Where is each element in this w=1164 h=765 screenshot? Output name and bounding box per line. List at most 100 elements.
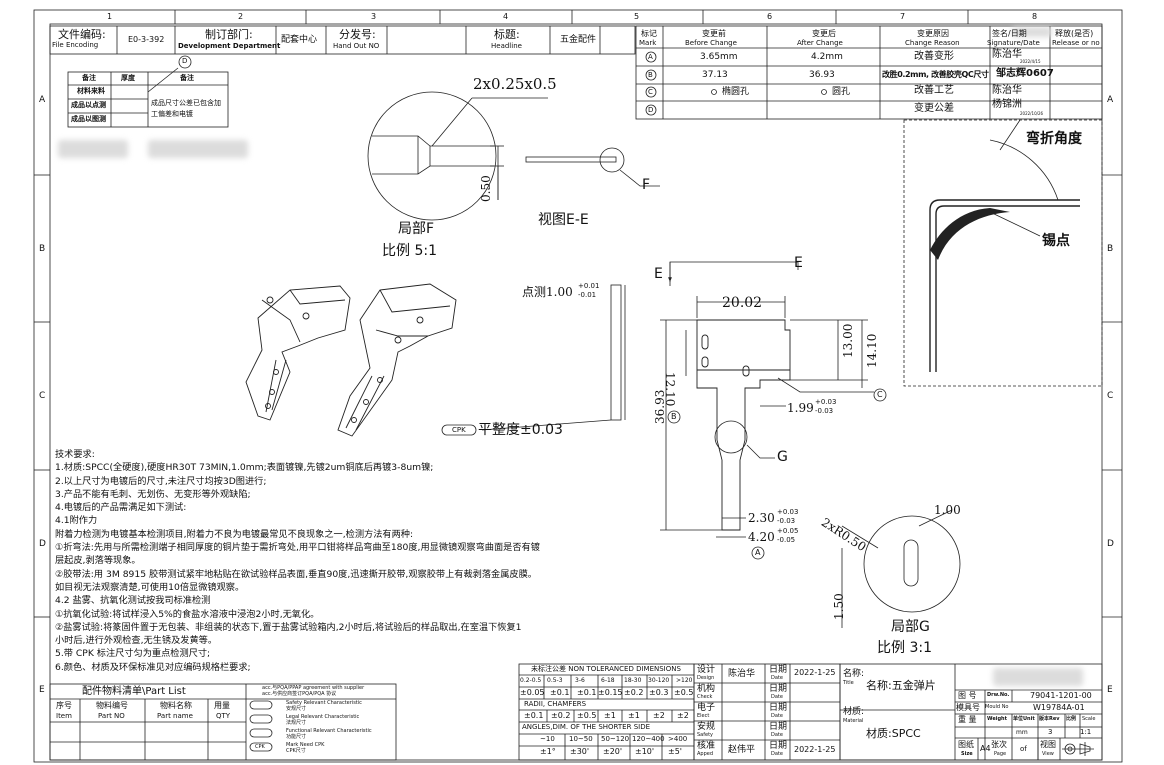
legend-1: acc.与PQA/PPAP agreement with supplier (262, 685, 365, 691)
rev-mark-cn: 标记 (641, 29, 657, 38)
req-line: 6.颜色、材质及环保标准见对应编码规格栏要求; (55, 661, 251, 673)
tb-size-cn: 图纸 (958, 740, 974, 749)
sign-safety-en: Safety (697, 732, 713, 738)
dept-label: 制订部门: (205, 28, 253, 41)
tb-name-en: Title (843, 680, 854, 686)
tb-weight-cn: 重 量 (958, 715, 977, 724)
rev-sign-en: Signature/Date (987, 39, 1040, 47)
rev-row-c-reason: 改善工艺 (914, 85, 954, 96)
rev-row-c-sign: 陈治华 (992, 85, 1022, 96)
rev-row-d-sign: 杨锦洲 (992, 99, 1022, 110)
tol-range-2: 3-6 (575, 677, 585, 684)
sign-approve-date: 2022-1-25 (794, 745, 836, 754)
row-b-r: B (1107, 244, 1114, 254)
req-line: 附着力检测为电镀基本检测项目,附着力不良为电镀最常见不良现象之一,检测方法有两种… (55, 528, 414, 540)
rev-after-en: After Change (797, 39, 843, 47)
dim-420: 4.20 (748, 530, 775, 544)
mat-note: 成品尺寸公差已包含加工偏差和电镀 (151, 99, 221, 118)
dim-199: 1.99 (787, 401, 814, 415)
file-encoding-en: File Encoding (52, 41, 99, 49)
sign-elect-en: Elect (697, 713, 710, 719)
rev-row-c-mark: C (648, 88, 653, 96)
req-line: ②胶带法:用 3M 8915 胶带测试紧牢地粘贴在欲试验样品表面,垂直90度,迅… (55, 568, 537, 580)
tol-angles-title: ANGLES,DIM. OF THE SHORTER SIDE (522, 723, 651, 731)
tb-rev-value: 3 (1048, 728, 1053, 736)
mat-row-2: 成品以点测 (71, 101, 106, 109)
tol-ang-r1: 10~50 (569, 735, 593, 743)
mat-h3: 备注 (180, 74, 194, 82)
tol-ang-1: ±30' (570, 747, 590, 756)
tb-page-en: Page (994, 751, 1007, 757)
rev-row-a-reason: 改善变形 (914, 51, 954, 62)
mat-callout-d: D (182, 57, 188, 65)
tol-range-3: 6-18 (601, 677, 615, 684)
tb-material-cn: 材质: (843, 707, 865, 717)
sign-safety-date-cn: 日期 (769, 722, 788, 732)
detail-g-label: 局部G (891, 619, 930, 635)
rev-after-cn: 变更后 (812, 29, 836, 38)
rev-row-d-date: 2022/10/26 (1020, 111, 1044, 116)
req-line: ①抗氧化试验:将试样浸入5%的食盐水溶液中浸泡2小时,无氧化。 (55, 608, 320, 620)
row-e-r: E (1107, 685, 1113, 695)
tb-material-value: 材质:SPCC (866, 727, 921, 740)
rev-mark-en: Mark (639, 39, 657, 47)
detail-f-dim-top: 2x0.25x0.5 (473, 75, 557, 93)
tb-size-value: A4 (980, 744, 991, 753)
tol-ang-r0: ~10 (540, 735, 555, 743)
legend-7: Functional Relevant Characteristic (286, 728, 372, 734)
tb-name-cn: 名称: (843, 669, 865, 679)
row-c: C (39, 391, 46, 401)
tol-ang-3: ±10' (635, 747, 655, 756)
rev-row-d-mark: D (648, 106, 654, 114)
sign-elect-date-en: Date (771, 713, 783, 719)
flatness: 平整度±0.03 (478, 422, 563, 438)
tol-radii-title: RADII, CHAMFERS (524, 700, 587, 708)
rev-row-a-after: 4.2mm (811, 52, 843, 62)
sign-approve-en: Apped (697, 751, 714, 757)
tol-range-5: 30-120 (648, 677, 670, 684)
legend-4: 安规尺寸 (286, 706, 307, 712)
parts-h-name-en: Part name (157, 712, 193, 720)
tb-material-en: Material (843, 718, 864, 724)
tol-ang-2: ±20' (603, 747, 623, 756)
rev-release-en: Release or no (1052, 39, 1100, 47)
tol-range-6: >120 (676, 677, 693, 684)
dim-420-tolm: -0.05 (777, 536, 796, 544)
tb-mold-cn: 模具号 (956, 703, 980, 712)
detail-f-circle (367, 91, 497, 221)
tb-view-cn: 视图 (1040, 740, 1056, 749)
view-ee-label: 视图E-E (538, 212, 589, 228)
tol-lin-3: ±0.15 (598, 688, 623, 697)
tb-drw-cn: 图 号 (958, 691, 977, 700)
sign-design-date: 2022-1-25 (794, 668, 836, 677)
tb-drw-en: Drw.No. (987, 692, 1010, 698)
legend-10: CPK尺寸 (286, 748, 306, 754)
parts-h-no-cn: 物料编号 (96, 701, 128, 710)
detail-g-scale: 比例 3:1 (877, 640, 932, 656)
dim-230: 2.30 (748, 511, 775, 525)
col-1: 1 (107, 12, 113, 21)
row-d: D (39, 539, 46, 549)
tol-ang-r2: 50~120 (601, 735, 630, 743)
req-line: 5.带 CPK 标注尺寸匀为重点检测尺寸; (55, 648, 211, 660)
handout-label: 分发号: (339, 28, 376, 41)
mat-h2: 厚度 (121, 74, 135, 82)
rev-row-a-mark: A (648, 53, 653, 61)
req-line: 1.材质:SPCC(全硬度),硬度HR30T 73MIN,1.0mm;表面镀镍,… (55, 462, 434, 474)
dot-measure: 点测1.00 (522, 285, 573, 299)
col-8: 8 (1032, 12, 1038, 21)
sign-safety-date-en: Date (771, 732, 783, 738)
req-line: 小时后,进行外观检查,无生锈及发黄等。 (55, 635, 218, 647)
col-3: 3 (371, 12, 377, 21)
sign-design-date-cn: 日期 (769, 665, 788, 675)
handout-en: Hand Out NO (333, 42, 380, 50)
solder-point-label: 锡点 (1042, 233, 1070, 249)
rev-row-c-after: 圆孔 (832, 87, 851, 97)
outer-frame (33, 9, 1123, 763)
headline-value: 五金配件 (560, 35, 597, 45)
parts-h-item-en: Item (56, 712, 72, 720)
tb-mold-value: W19784A-01 (1033, 703, 1085, 712)
tb-mold-en: Mould No (985, 704, 1009, 710)
detail-g-100: 1.00 (934, 503, 961, 517)
tol-radii-6: ±2 (677, 711, 689, 720)
